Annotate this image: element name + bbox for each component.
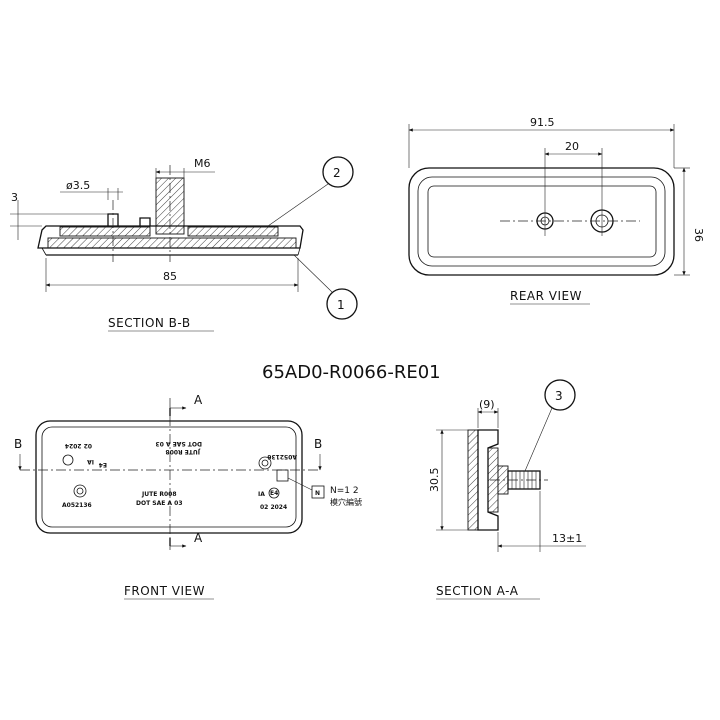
balloon-3	[544, 379, 576, 411]
front-view-section-a-top: A	[194, 393, 203, 407]
rear-view-title: REAR VIEW	[510, 289, 582, 303]
balloon-1-label: 1	[337, 298, 345, 312]
marking-right-date: 02 2024	[260, 504, 287, 511]
marking-jute: JUTE R008	[141, 491, 177, 498]
section-bb-hatch-left	[59, 226, 151, 237]
emark-bottom-right-icon	[268, 487, 280, 499]
section-aa-view: (9) 30.5 13±1 3 SECTION A-A	[428, 379, 586, 600]
marking-right-e: E4	[270, 490, 278, 497]
rear-view: 20 91.5 36 REAR VIEW	[408, 116, 705, 305]
cavity-marker	[276, 469, 289, 482]
marking-left-code: A052136	[62, 502, 92, 509]
emark-top-left-icon	[62, 454, 74, 466]
front-view-title: FRONT VIEW	[124, 584, 205, 598]
section-aa-dim-depth: (9)	[479, 398, 495, 411]
marking-right-code-top: A052136	[267, 453, 297, 460]
n-note-line2: 模穴編號	[330, 497, 362, 507]
marking-date-top: 02 2024	[65, 442, 92, 449]
section-bb-hatch-right	[187, 226, 279, 237]
ccc-mark-bottom-left-icon	[73, 484, 87, 498]
marking-jute-top: JUTE R008	[165, 448, 201, 455]
front-view: A A B B JUTE R008 DOT SAE A 03 02 2024 A…	[14, 393, 362, 600]
front-view-section-b-right: B	[314, 437, 323, 451]
rear-view-outer	[408, 167, 675, 276]
balloon-2-label: 2	[333, 166, 341, 180]
ccc-mark-top-right-icon	[258, 456, 272, 470]
n-box-label: N	[315, 490, 320, 497]
marking-left-e-top: E4	[99, 461, 107, 468]
section-bb-hatch-plate	[47, 237, 297, 249]
marking-right-ia: IA	[258, 491, 265, 498]
section-aa-lens	[467, 429, 479, 531]
marking-left-ia-top: IA	[87, 458, 94, 465]
section-aa-dim-height: 30.5	[428, 468, 441, 493]
section-bb-dim-hole: ø3.5	[66, 179, 90, 192]
rear-view-inner	[427, 185, 657, 258]
rear-view-dim-spacing: 20	[565, 140, 579, 153]
rear-view-dim-height: 36	[692, 228, 705, 242]
balloon-2	[322, 156, 354, 188]
n-box	[311, 485, 325, 499]
section-bb-view: M6 ø3.5 3 85 2 1 SECTION B-B	[10, 156, 358, 332]
front-view-outer	[35, 420, 303, 534]
section-bb-dim-thread: M6	[194, 157, 211, 170]
marking-dot-top: DOT SAE A 03	[156, 440, 203, 447]
marking-dot: DOT SAE A 03	[136, 500, 183, 507]
part-number: 65AD0-R0066-RE01	[262, 362, 441, 383]
n-note-line1: N=1 2	[330, 486, 359, 496]
front-view-section-a-bottom: A	[194, 531, 203, 545]
section-bb-title: SECTION B-B	[108, 316, 191, 330]
section-aa-title: SECTION A-A	[436, 584, 519, 598]
balloon-1	[326, 288, 358, 320]
front-view-section-b-left: B	[14, 437, 23, 451]
section-bb-dim-length: 85	[163, 270, 177, 283]
section-aa-dim-stud: 13±1	[552, 532, 582, 545]
rear-view-dim-width: 91.5	[530, 116, 555, 129]
balloon-3-label: 3	[555, 389, 563, 403]
section-bb-dim-height: 3	[11, 191, 18, 204]
